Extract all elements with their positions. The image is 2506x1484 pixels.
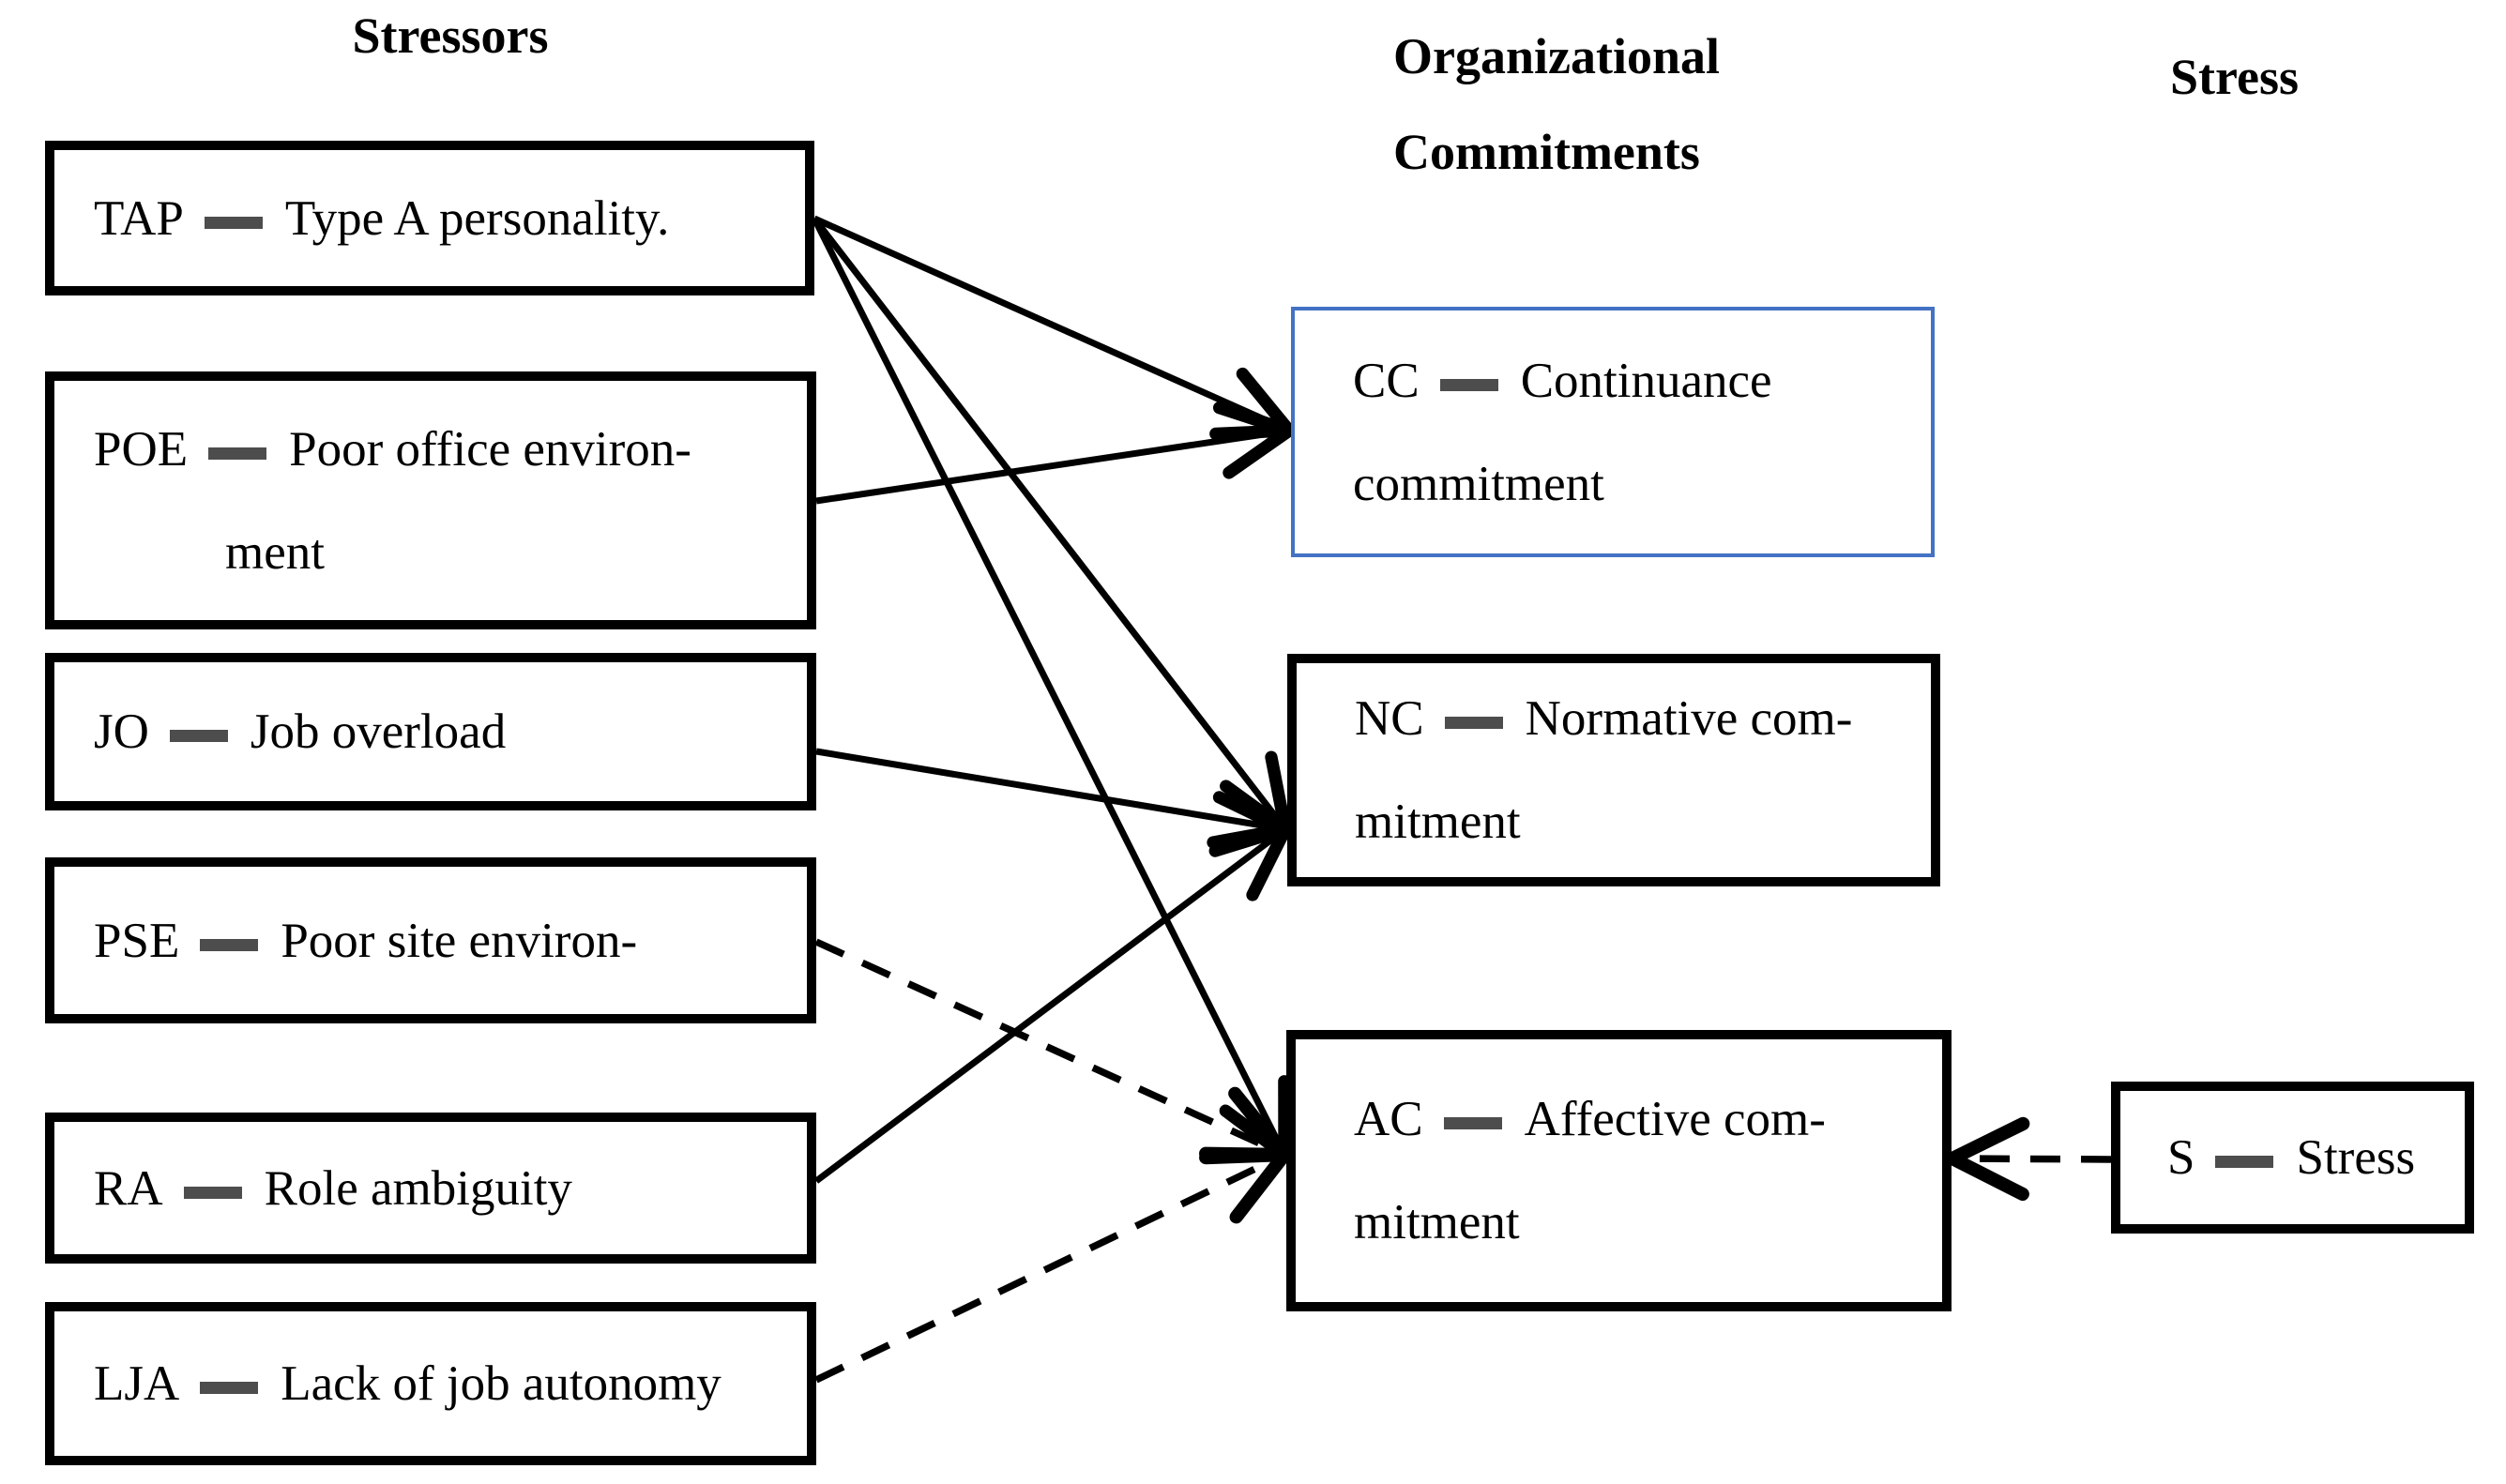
node-s: S Stress xyxy=(2111,1082,2474,1234)
arrow-tap-cc xyxy=(813,215,1296,441)
node-lja: LJA Lack of job autonomy xyxy=(45,1302,816,1465)
node-cc-abbr: CC xyxy=(1353,353,1420,408)
arrow-pse-ac xyxy=(814,938,1292,1165)
heading-organizational-line2: Commitments xyxy=(1393,124,1700,180)
arrow-poe-cc xyxy=(815,401,1296,505)
dash-separator xyxy=(204,216,263,229)
heading-organizational-line1: Organizational xyxy=(1393,28,1720,84)
dash-separator xyxy=(1443,1117,1502,1129)
node-nc-label-line2: mitment xyxy=(1355,795,1521,849)
dash-separator xyxy=(183,1186,242,1199)
dash-separator xyxy=(200,1382,259,1394)
node-poe-label-line1: Poor office environ- xyxy=(289,421,691,477)
dash-separator xyxy=(169,730,228,742)
node-poe: POE Poor office environ- ment xyxy=(45,371,816,629)
node-s-abbr: S xyxy=(2167,1130,2195,1185)
node-pse-abbr: PSE xyxy=(94,913,180,968)
node-nc: NC Normative com- mitment xyxy=(1287,654,1940,886)
dash-separator xyxy=(2215,1156,2274,1168)
node-ac-label-line2: mitment xyxy=(1354,1195,1520,1249)
node-ra-abbr: RA xyxy=(94,1160,163,1216)
node-ra-label: Role ambiguity xyxy=(264,1160,572,1216)
dash-separator xyxy=(208,447,267,460)
arrow-jo-nc xyxy=(815,748,1292,857)
arrow-ra-nc xyxy=(813,823,1292,1184)
dash-separator xyxy=(1439,378,1498,391)
arrow-tap-nc xyxy=(812,216,1292,836)
node-nc-label-line1: Normative com- xyxy=(1525,691,1853,746)
node-pse: PSE Poor site environ- xyxy=(45,857,816,1023)
heading-stressors: Stressors xyxy=(352,8,549,64)
node-poe-label-line2: ment xyxy=(225,524,325,580)
node-ac-label-line1: Affective com- xyxy=(1524,1092,1826,1146)
node-jo-label: Job overload xyxy=(250,704,507,759)
node-jo: JO Job overload xyxy=(45,653,816,810)
node-jo-abbr: JO xyxy=(94,704,149,759)
dash-separator xyxy=(1444,717,1503,729)
node-cc: CC Continuance commitment xyxy=(1291,307,1935,557)
arrow-lja-ac xyxy=(814,1146,1292,1384)
heading-stress: Stress xyxy=(2170,49,2300,105)
arrow-s-ac xyxy=(1945,1116,2112,1202)
dash-separator xyxy=(200,938,259,951)
node-lja-label: Lack of job autonomy xyxy=(281,1356,721,1411)
node-nc-abbr: NC xyxy=(1355,691,1424,746)
node-ra: RA Role ambiguity xyxy=(45,1113,816,1264)
node-cc-label-line1: Continuance xyxy=(1520,353,1772,408)
arrow-tap-ac xyxy=(811,217,1291,1161)
node-lja-abbr: LJA xyxy=(94,1356,180,1411)
node-ac-abbr: AC xyxy=(1354,1092,1423,1146)
node-ac: AC Affective com- mitment xyxy=(1286,1030,1952,1311)
node-cc-label-line2: commitment xyxy=(1353,456,1604,511)
node-tap-label: Type A personality. xyxy=(284,190,670,246)
heading-organizational-commitments: Organizational Commitments xyxy=(1393,28,1720,180)
node-poe-abbr: POE xyxy=(94,421,189,477)
node-tap-abbr: TAP xyxy=(94,190,184,246)
node-tap: TAP Type A personality. xyxy=(45,141,814,295)
node-pse-label: Poor site environ- xyxy=(281,913,638,968)
node-s-label: Stress xyxy=(2296,1130,2416,1185)
